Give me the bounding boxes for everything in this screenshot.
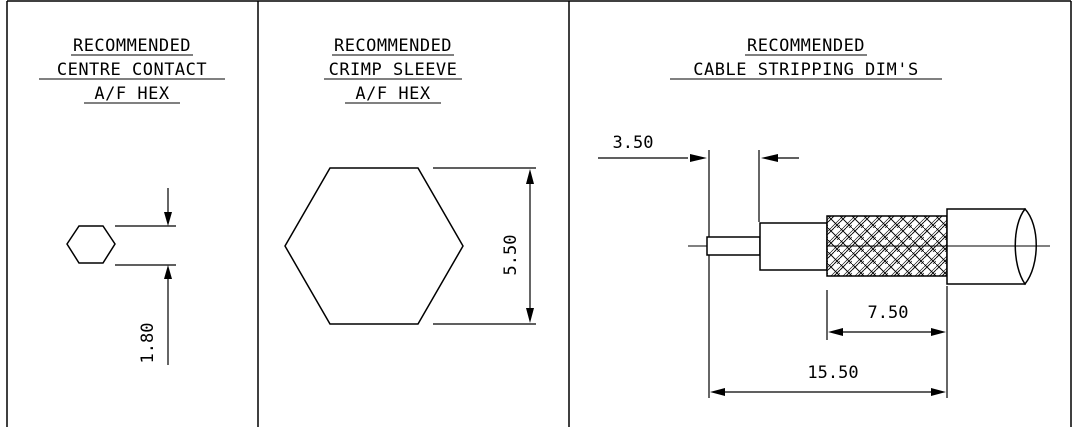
arrow-left-icon (710, 388, 725, 396)
dielectric (759, 222, 828, 271)
arrow-left-icon (828, 328, 843, 336)
total-dimension: 15.50 (807, 363, 858, 383)
centre-contact-panel: RECOMMENDED CENTRE CONTACT A/F HEX 1.80 (39, 36, 225, 365)
centre-contact-title-1: RECOMMENDED (73, 36, 191, 56)
crimp-sleeve-dimension-lines (433, 167, 536, 325)
centre-conductor (706, 236, 761, 256)
arrow-left-icon (761, 154, 778, 162)
drawing-frame (6, 0, 1072, 427)
centre-contact-hex (66, 225, 116, 264)
braid-dimension: 7.50 (868, 303, 909, 323)
crimp-sleeve-panel: RECOMMENDED CRIMP SLEEVE A/F HEX 5.50 (284, 36, 536, 325)
cable-stripping-panel: RECOMMENDED CABLE STRIPPING DIM'S 3.50 (598, 36, 1050, 398)
cable-stripping-title-2: CABLE STRIPPING DIM'S (693, 60, 918, 80)
centre-contact-title-2: CENTRE CONTACT (57, 60, 207, 80)
arrow-up-icon (164, 265, 172, 279)
arrow-right-icon (931, 388, 946, 396)
arrow-down-icon (526, 308, 534, 323)
crimp-sleeve-title-3: A/F HEX (355, 84, 430, 104)
crimp-sleeve-title-1: RECOMMENDED (334, 36, 452, 56)
conductor-dimension: 3.50 (613, 133, 654, 153)
centre-contact-title-3: A/F HEX (94, 84, 169, 104)
conductor-dimension-lines (598, 150, 799, 398)
arrow-up-icon (526, 169, 534, 184)
crimp-sleeve-hex (284, 167, 464, 325)
arrow-right-icon (931, 328, 946, 336)
cable-stripping-title-1: RECOMMENDED (747, 36, 865, 56)
braid-dimension-lines (826, 286, 948, 398)
crimp-sleeve-title-2: CRIMP SLEEVE (329, 60, 458, 80)
arrow-down-icon (164, 212, 172, 226)
coax-cable (688, 207, 1050, 286)
centre-contact-dimension: 1.80 (138, 323, 158, 364)
centre-contact-dimension-lines (115, 188, 176, 365)
crimp-sleeve-dimension: 5.50 (501, 235, 521, 276)
arrow-right-icon (690, 154, 707, 162)
